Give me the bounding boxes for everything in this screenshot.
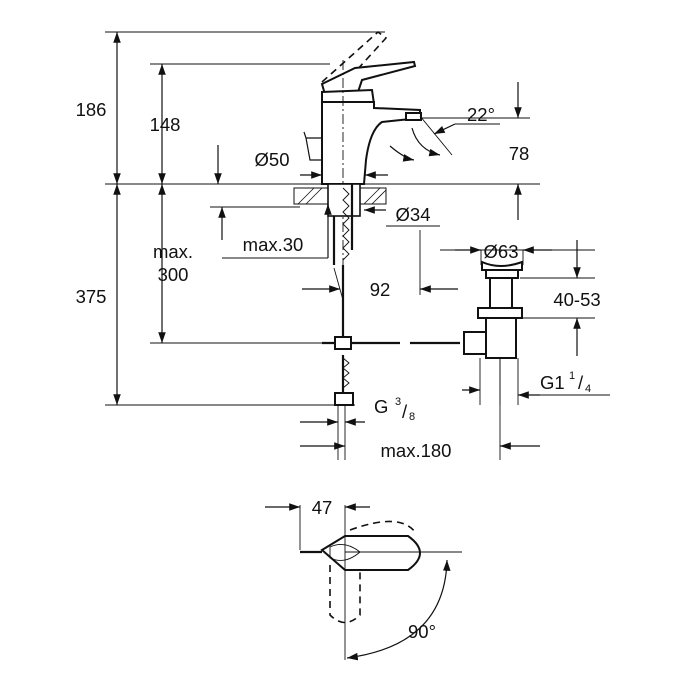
waste-thread-dimension [462, 386, 610, 399]
dim-waste-thread-numerator: 1 [569, 370, 575, 382]
dim-78: 78 [509, 143, 530, 164]
dim-186: 186 [76, 99, 107, 120]
spout-angle-dimension [389, 115, 500, 162]
dim-max-300-line1: max. [153, 241, 193, 262]
dim-47: 47 [312, 497, 333, 518]
dim-waste-thread-denominator: 4 [585, 383, 591, 395]
dim-supply-thread-g: G [374, 396, 388, 417]
dim-diameter-63: Ø63 [484, 241, 519, 262]
dim-max-300-line2: 300 [158, 264, 189, 285]
dim-supply-thread-denominator: 8 [409, 411, 415, 423]
dim-40-53: 40-53 [553, 289, 600, 310]
dim-diameter-34: Ø34 [396, 204, 431, 225]
dim-max-180: max.180 [381, 440, 452, 461]
dim-waste-thread-g1: G1 [540, 372, 565, 393]
dim-waste-thread-slash: / [578, 372, 584, 393]
mounting-deck [293, 183, 387, 265]
base-diameter-dimension [214, 145, 388, 184]
supply-hoses [322, 265, 460, 406]
dim-max-30: max.30 [243, 234, 304, 255]
deck-thickness-dimension [210, 204, 332, 259]
spout-drop-dimension [420, 82, 530, 220]
dim-diameter-50: Ø50 [255, 149, 290, 170]
dim-supply-thread-slash: / [402, 401, 408, 422]
dim-90-degrees: 90° [408, 621, 436, 642]
reach-dimension [302, 230, 458, 295]
waste-range-dimension [520, 240, 595, 356]
dim-148: 148 [150, 114, 181, 135]
supply-thread-dimension [300, 405, 365, 460]
dim-92: 92 [370, 279, 391, 300]
faucet-side-view [303, 30, 422, 345]
waste-valve [463, 260, 523, 405]
dim-angle-22: 22° [467, 104, 495, 125]
dim-supply-thread-numerator: 3 [395, 396, 401, 408]
lever-rotation-dimension [346, 559, 451, 661]
hole-diameter-dimension [364, 206, 440, 227]
dim-375: 375 [76, 286, 107, 307]
faucet-top-view [299, 505, 462, 660]
waste-diameter-dimension [440, 246, 595, 265]
